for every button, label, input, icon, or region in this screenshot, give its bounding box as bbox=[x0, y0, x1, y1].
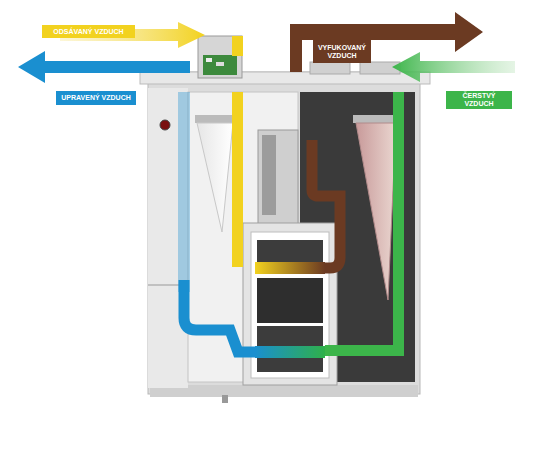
air-label-box: ČERSTVÝ VZDUCH bbox=[446, 91, 512, 109]
air-label-box: UPRAVENÝ VZDUCH bbox=[56, 91, 136, 105]
air-label-box: ODSÁVANÝ VZDUCH bbox=[42, 25, 135, 38]
air-label: UPRAVENÝ VZDUCH bbox=[61, 94, 131, 102]
air-label: ČERSTVÝ VZDUCH bbox=[449, 92, 509, 108]
air-label: ODSÁVANÝ VZDUCH bbox=[53, 28, 123, 36]
air-label: VYFUKOVANÝ VZDUCH bbox=[316, 44, 368, 60]
air-label-box: VYFUKOVANÝ VZDUCH bbox=[313, 40, 371, 63]
